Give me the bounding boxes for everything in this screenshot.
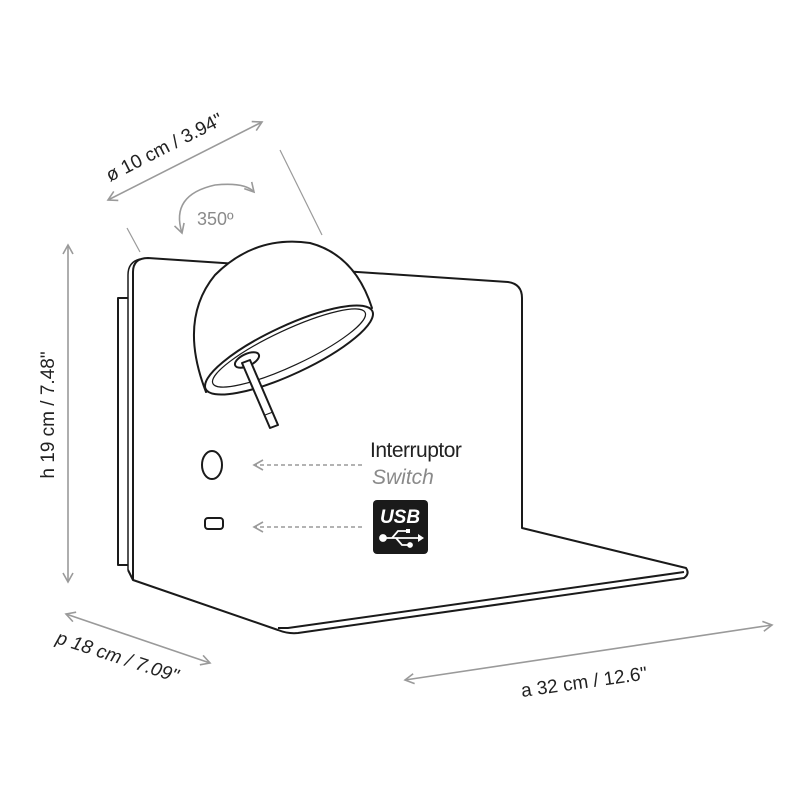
rotation-arrow <box>173 181 256 235</box>
lamp-shade <box>192 240 374 429</box>
depth-label: p 18 cm / 7.09" <box>53 627 183 687</box>
switch-label-en: Switch <box>372 466 434 489</box>
usb-port <box>204 517 224 530</box>
usb-badge-label: USB <box>380 507 420 528</box>
width-label: a 32 cm / 12.6" <box>520 663 649 701</box>
diameter-label: ø 10 cm / 3.94" <box>103 110 227 187</box>
switch-button <box>201 450 223 480</box>
diameter-dimension-line <box>106 120 264 202</box>
shelf-edge <box>127 569 685 629</box>
extension-line <box>126 227 141 253</box>
depth-dimension-line <box>64 611 212 666</box>
panel-edge <box>127 258 141 570</box>
switch-label-es: Interruptor <box>370 439 462 462</box>
usb-icon: USB <box>373 500 428 554</box>
width-dimension-line <box>403 620 774 685</box>
rotation-label: 350º <box>197 209 234 229</box>
height-label: h 19 cm / 7.48" <box>38 351 59 478</box>
extension-line <box>279 149 323 236</box>
wall-plate <box>117 297 128 566</box>
